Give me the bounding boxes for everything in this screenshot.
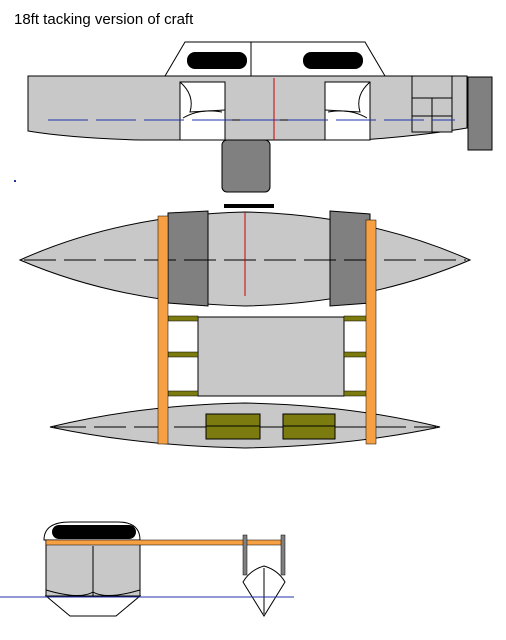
side-elevation [14,41,493,193]
cabin-window-right [303,52,363,69]
end-elevation [0,521,294,617]
cockpit-plan-left [167,210,209,307]
plan-view [18,204,472,449]
trampoline-deck [197,316,345,397]
rudder [467,76,493,151]
cabin-window-left [187,52,247,69]
main-hull-side [27,75,468,141]
crossbeam-forward [157,215,169,445]
crossbeam-aft [365,219,377,445]
keel-pod [221,139,271,193]
cockpit-plan-right [329,210,371,307]
drawing-title: 18ft tacking version of craft [14,11,194,28]
end-crossbeam [45,539,285,546]
